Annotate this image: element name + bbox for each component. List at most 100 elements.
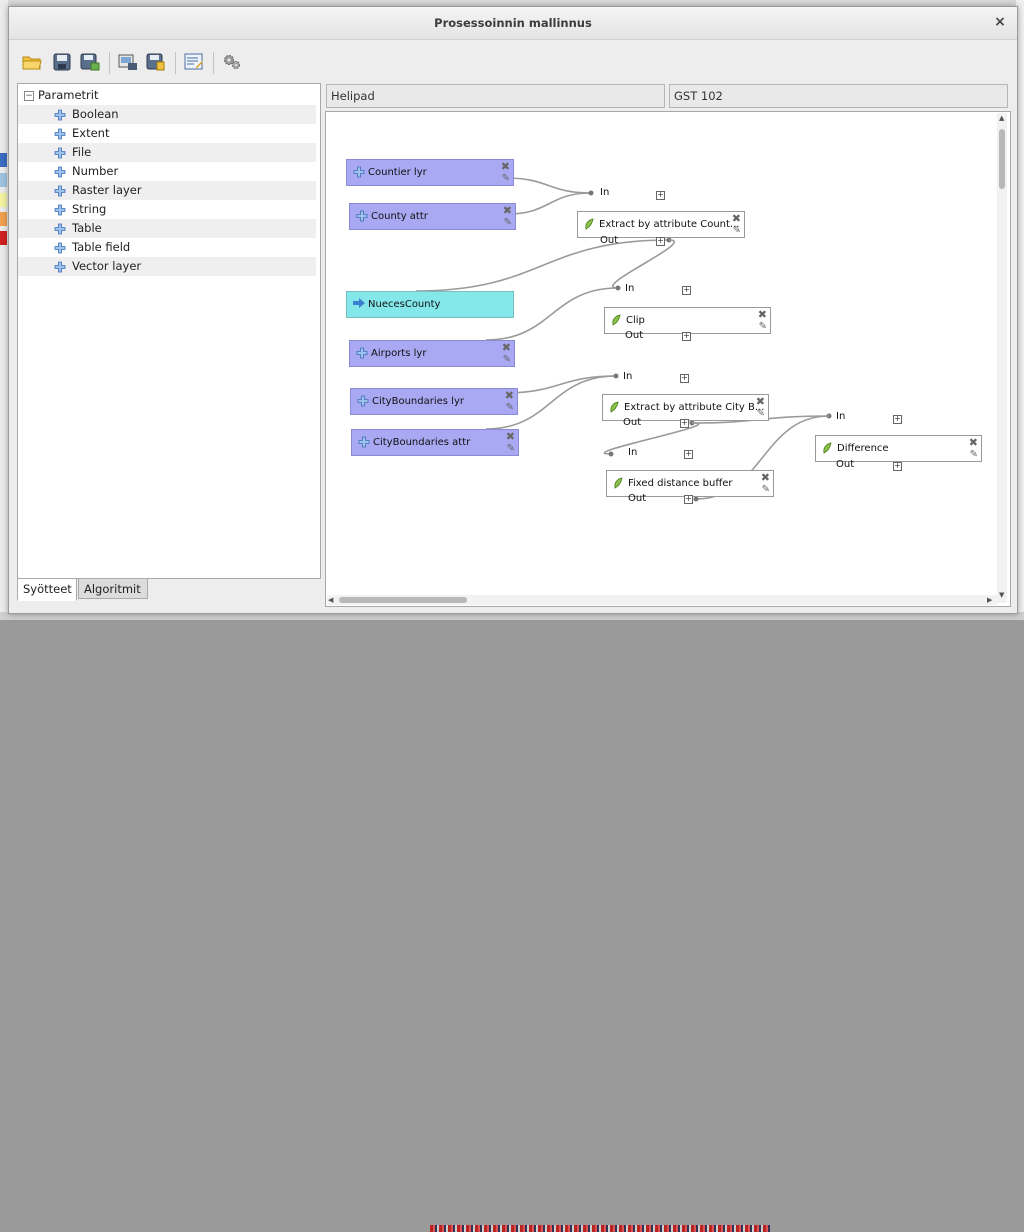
window-title: Prosessoinnin mallinnus [434,16,592,30]
delete-node-icon[interactable]: ✖ [500,160,510,173]
horizontal-scroll-thumb[interactable] [339,597,467,603]
node-label: Difference [837,443,889,454]
link [505,177,592,194]
model-name-field[interactable]: Helipad [326,84,665,108]
delete-node-icon[interactable]: ✖ [968,436,978,449]
link [485,375,617,430]
edit-node-icon[interactable]: ✎ [732,225,741,236]
port-connector [608,451,614,457]
output-node-nueces-county[interactable]: NuecesCounty [346,291,514,318]
port-out-label: Out [625,330,644,341]
out-port-toggle[interactable]: + [682,331,691,341]
tree-item-label: Table field [72,240,131,254]
tree-item[interactable]: Raster layer [18,181,316,200]
port-out-label: Out [836,459,855,470]
in-port-toggle[interactable]: + [684,449,693,459]
edit-help-button[interactable] [181,49,207,75]
node-label: County attr [371,211,428,222]
canvas-horizontal-scrollbar[interactable]: ◀ ▶ [327,595,997,605]
in-port-toggle[interactable]: + [682,285,691,295]
collapse-icon[interactable]: − [24,91,34,101]
delete-node-icon[interactable]: ✖ [501,341,511,354]
add-parameter-icon [54,146,66,165]
delete-node-icon[interactable]: ✖ [760,471,770,484]
add-parameter-icon [54,184,66,203]
canvas-vertical-scrollbar[interactable]: ▲ ▼ [997,113,1007,603]
edit-node-icon[interactable]: ✎ [761,484,770,495]
tab-inputs[interactable]: Syötteet [17,578,77,601]
edit-node-icon[interactable]: ✎ [503,217,512,228]
run-model-button[interactable] [219,49,245,75]
model-builder-dialog: Prosessoinnin mallinnus × − [8,6,1018,614]
input-node-county-attr[interactable]: County attr ✖✎ [349,203,516,230]
tree-item[interactable]: String [18,200,316,219]
tree-item-label: Extent [72,126,110,140]
add-parameter-icon [54,165,66,184]
port-in-label: In [628,447,638,458]
tree-item[interactable]: Vector layer [18,257,316,276]
save-as-button[interactable] [77,49,103,75]
algorithm-node-fixed-distance-buffer[interactable]: Fixed distance buffer ✖✎ [606,470,774,497]
save-icon [53,53,71,71]
tree-item[interactable]: Table field [18,238,316,257]
link [603,422,700,455]
edit-node-icon[interactable]: ✎ [502,354,511,365]
node-label: Clip [626,315,645,326]
tree-item[interactable]: Boolean [18,105,316,124]
export-python-button[interactable] [143,49,169,75]
node-label: Fixed distance buffer [628,478,733,489]
delete-node-icon[interactable]: ✖ [502,204,512,217]
tree-root[interactable]: − Parametrit [18,86,316,105]
out-port-toggle[interactable]: + [680,418,689,428]
save-model-button[interactable] [49,49,75,75]
tree-item[interactable]: Table [18,219,316,238]
port-connector [615,285,621,291]
in-port-toggle[interactable]: + [656,190,665,200]
input-node-airports-lyr[interactable]: Airports lyr ✖✎ [349,340,515,367]
out-port-toggle[interactable]: + [684,494,693,504]
delete-node-icon[interactable]: ✖ [755,395,765,408]
algorithm-node-difference[interactable]: Difference ✖✎ [815,435,982,462]
parameter-plus-icon [353,166,365,181]
edit-node-icon[interactable]: ✎ [505,402,514,413]
algorithm-node-extract-county[interactable]: Extract by attribute Count...✖✎ [577,211,745,238]
delete-node-icon[interactable]: ✖ [504,389,514,402]
export-image-button[interactable] [115,49,141,75]
delete-node-icon[interactable]: ✖ [731,212,741,225]
tree-item-label: Table [72,221,102,235]
edit-node-icon[interactable]: ✎ [758,321,767,332]
edit-node-icon[interactable]: ✎ [501,173,510,184]
node-label: Airports lyr [371,348,427,359]
model-group-field[interactable]: GST 102 [669,84,1008,108]
edit-node-icon[interactable]: ✎ [756,408,765,419]
close-button[interactable]: × [994,14,1006,30]
tree-item-label: Boolean [72,107,119,121]
out-port-toggle[interactable]: + [893,461,902,471]
tree-item-label: Number [72,164,119,178]
background-app-left-strip [0,0,8,620]
input-node-cityboundaries-attr[interactable]: CityBoundaries attr✖✎ [351,429,519,456]
edit-help-icon [184,53,203,70]
export-script-icon [146,53,165,71]
tree-item[interactable]: File [18,143,316,162]
vertical-scroll-thumb[interactable] [999,129,1005,189]
in-port-toggle[interactable]: + [893,414,902,424]
edit-node-icon[interactable]: ✎ [969,449,978,460]
add-parameter-icon [54,127,66,146]
out-port-toggle[interactable]: + [656,236,665,246]
in-port-toggle[interactable]: + [680,373,689,383]
algorithm-icon [611,314,621,329]
open-model-button[interactable] [19,49,45,75]
edit-node-icon[interactable]: ✎ [506,443,515,454]
delete-node-icon[interactable]: ✖ [757,308,767,321]
tab-algorithms[interactable]: Algoritmit [78,578,148,599]
delete-node-icon[interactable]: ✖ [505,430,515,443]
input-node-cityboundaries-lyr[interactable]: CityBoundaries lyr✖✎ [350,388,518,415]
parameter-plus-icon [358,436,370,451]
input-node-countier-lyr[interactable]: Countier lyr✖✎ [346,159,514,186]
tree-item[interactable]: Number [18,162,316,181]
link [612,239,675,289]
tree-item[interactable]: Extent [18,124,316,143]
